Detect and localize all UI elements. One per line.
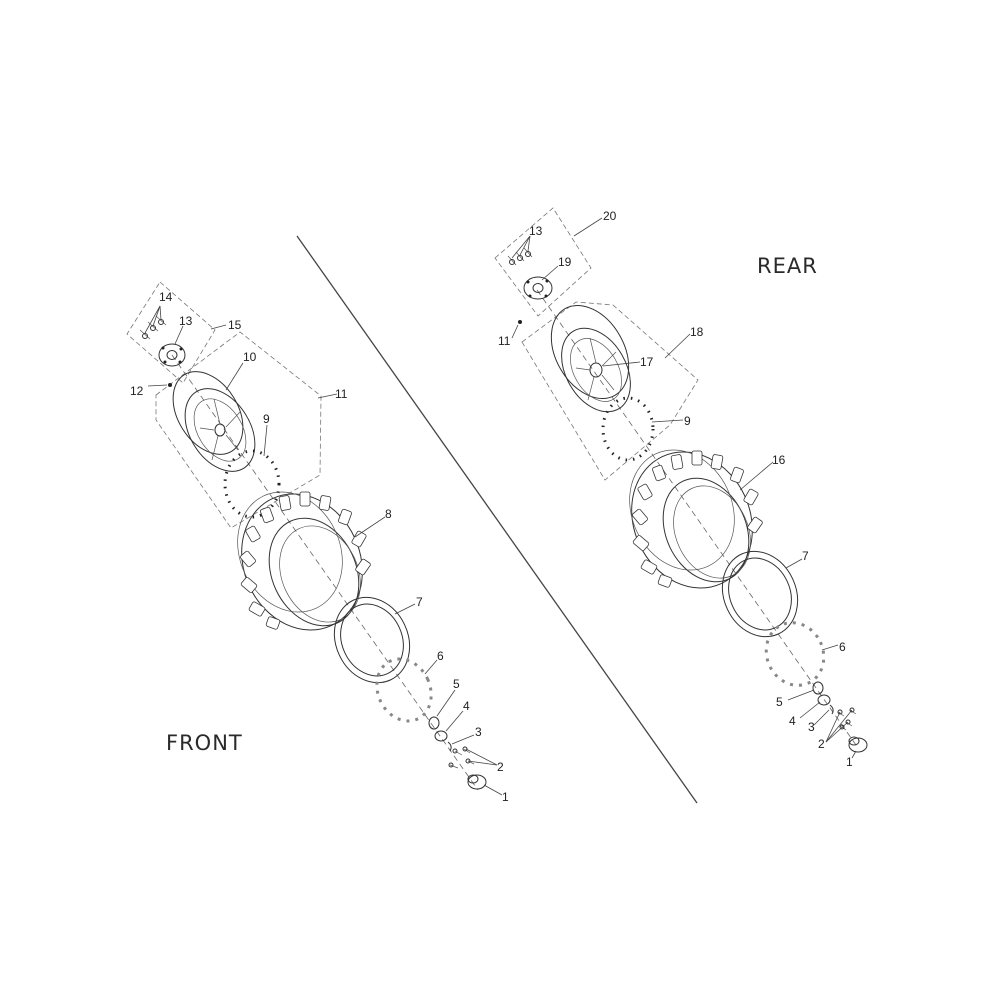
front-ring-bolts <box>375 657 433 723</box>
front-wheel-studs <box>139 315 167 340</box>
rear-wheel-group-box <box>521 301 699 481</box>
rear-callout-18: 18 <box>690 325 704 339</box>
front-wheel-rim <box>172 371 256 472</box>
front-callout-13: 13 <box>179 314 193 328</box>
section-divider-line <box>296 235 698 804</box>
rear-ring-bolts <box>764 621 826 687</box>
front-callout-7: 7 <box>416 595 423 609</box>
front-assembly: 1 2 3 4 5 6 7 8 9 10 11 12 13 14 15 <box>126 281 509 804</box>
front-bead-lock-ring <box>333 596 411 684</box>
front-callout-1: 1 <box>502 790 509 804</box>
front-callout-12: 12 <box>130 384 144 398</box>
front-callout-2: 2 <box>497 760 504 774</box>
front-callout-11: 11 <box>335 387 348 401</box>
front-callout-5: 5 <box>453 677 460 691</box>
rear-axis-line <box>536 289 857 746</box>
rear-callout-4: 4 <box>789 714 796 728</box>
rear-callout-9: 9 <box>684 414 691 428</box>
rear-callout-13: 13 <box>529 224 543 238</box>
front-callout-10: 10 <box>243 350 257 364</box>
front-hub <box>158 343 186 367</box>
rear-valve-stem <box>518 320 522 324</box>
rear-bead-lock-ring <box>721 550 799 638</box>
front-valve-stem <box>168 383 172 387</box>
front-callout-4: 4 <box>463 699 470 713</box>
rear-wheel-rim <box>550 304 631 413</box>
rear-wheel-studs <box>507 247 533 266</box>
front-section-title: FRONT <box>166 731 243 755</box>
front-hub-hardware <box>428 716 487 790</box>
rear-callout-11: 11 <box>498 334 511 348</box>
front-callout-9: 9 <box>263 412 270 426</box>
rear-assembly: 1 2 3 4 5 6 7 9 11 13 16 17 18 19 20 <box>494 207 868 769</box>
rear-callout-5: 5 <box>776 695 783 709</box>
rear-leader-lines <box>511 217 857 759</box>
rear-callout-7: 7 <box>802 549 809 563</box>
rear-callout-3: 3 <box>808 720 815 734</box>
rear-callout-6: 6 <box>839 640 846 654</box>
front-callout-14: 14 <box>159 290 173 304</box>
rear-callout-17: 17 <box>640 355 654 369</box>
front-tire <box>237 491 371 631</box>
rear-callout-1: 1 <box>846 755 853 769</box>
front-wheel-group-box <box>155 331 322 529</box>
front-callout-15: 15 <box>228 318 242 332</box>
front-callout-6: 6 <box>437 649 444 663</box>
rear-callout-2: 2 <box>818 737 825 751</box>
rear-callout-19: 19 <box>558 255 572 269</box>
rear-callout-16: 16 <box>772 453 786 467</box>
rear-bead-ring-bolts <box>601 396 655 462</box>
front-hub-group-box <box>126 281 216 384</box>
rear-hub <box>523 276 553 300</box>
front-bead-ring-bolts <box>223 449 281 519</box>
rear-callout-20: 20 <box>603 209 617 223</box>
rear-section-title: REAR <box>757 254 818 278</box>
rear-hub-group-box <box>494 207 592 317</box>
front-callout-3: 3 <box>475 725 482 739</box>
front-leader-lines <box>144 305 503 796</box>
front-axis-line <box>171 354 479 791</box>
front-callout-8: 8 <box>385 507 392 521</box>
rear-tire <box>629 449 763 589</box>
